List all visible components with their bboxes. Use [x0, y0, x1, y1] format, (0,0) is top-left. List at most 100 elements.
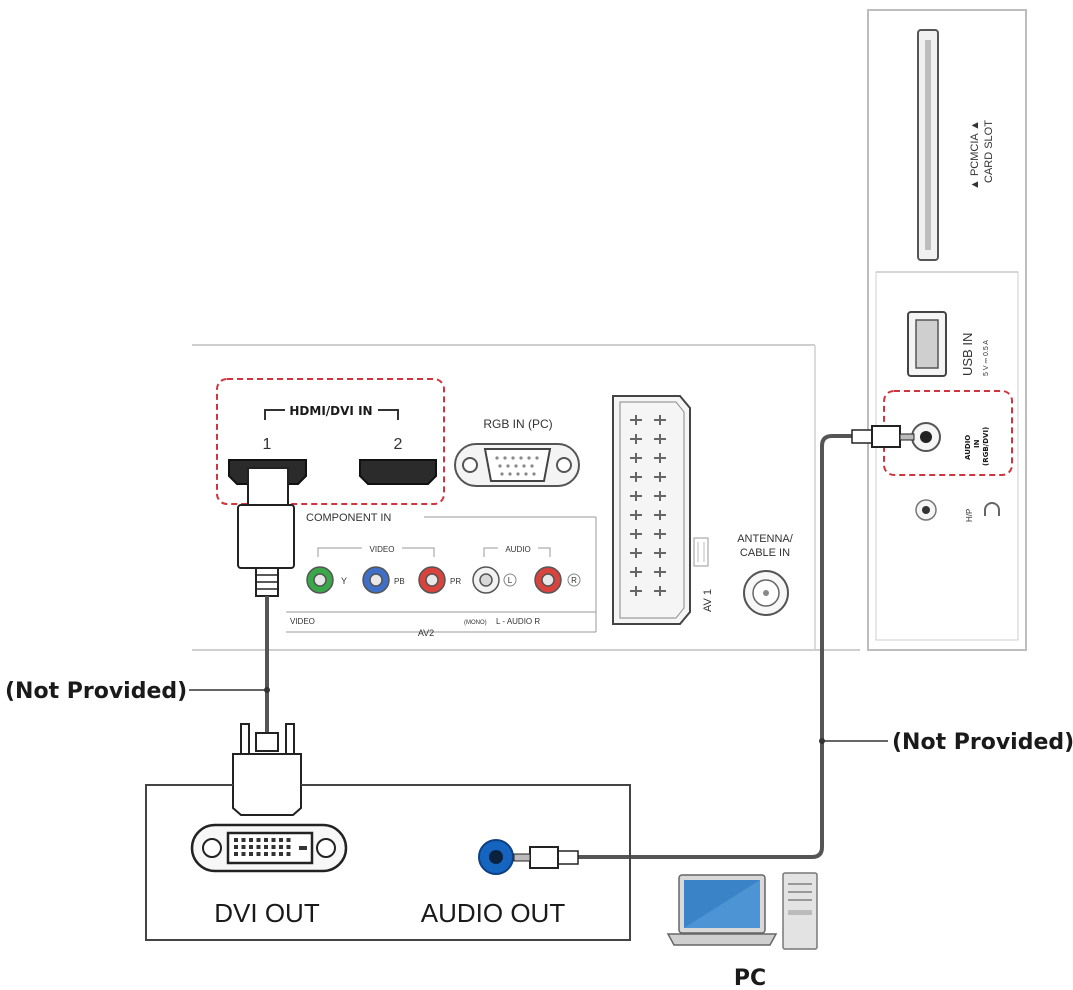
dvi-pin [241, 852, 246, 856]
dvi-pin [271, 852, 276, 856]
audio-in-jack[interactable] [911, 422, 941, 452]
right-leader-dot [819, 738, 825, 744]
dvi-hdmi-cable [232, 467, 302, 816]
pc-label: PC [734, 966, 766, 990]
dvi-pin [234, 852, 238, 856]
audio-plug-pc-tip [513, 853, 531, 862]
laptop-icon [666, 874, 778, 946]
audio-plug-tv-body [871, 425, 901, 448]
pc-panel-frame [145, 784, 631, 941]
antenna-label-line2: CABLE IN [740, 547, 790, 559]
dvi-pin [234, 838, 238, 842]
dvi-out-label: DVI OUT [214, 898, 320, 928]
dvi-pin [286, 852, 291, 856]
side-panel-inner [875, 271, 1019, 641]
dvi-pin [279, 852, 283, 856]
av2-label: AV2 [418, 628, 434, 638]
video-sub-label: VIDEO [370, 545, 395, 554]
audio-plug-tv-strain [851, 429, 873, 444]
dvi-pin [264, 845, 268, 849]
component-in-label: COMPONENT IN [306, 512, 391, 524]
audio-out-label: AUDIO OUT [421, 898, 566, 928]
dvi-pin [256, 852, 261, 856]
dvi-pin [264, 838, 268, 842]
dvi-pin [241, 845, 246, 849]
antenna-port[interactable] [743, 570, 789, 616]
hdmi-plug-head [247, 467, 289, 509]
usb-port[interactable] [907, 311, 947, 377]
audio-in-label-line2: IN [973, 439, 981, 448]
desktop-tower-icon [782, 872, 818, 950]
audio-plug-pc-strain [557, 850, 579, 865]
dvi-pin [271, 838, 276, 842]
dvi-pin [234, 845, 238, 849]
hdmi-port2-number: 2 [394, 436, 403, 453]
mono-label: (MONO) [464, 620, 487, 626]
audio-l-jack[interactable] [472, 566, 500, 594]
pcmcia-slot[interactable] [917, 29, 939, 261]
headphone-icon [984, 502, 1000, 516]
component-y-jack[interactable] [306, 566, 334, 594]
usb-rating-label: 5 V ⎓ 0.5 A [983, 340, 990, 376]
dvi-pin [286, 845, 291, 849]
tv-rear-panel: HDMI/DVI IN 1 2 RGB IN (PC) COMPONENT IN… [192, 344, 860, 651]
hdmi-plug-body [237, 504, 295, 569]
hdmi-port-2[interactable] [359, 459, 437, 485]
pr-label: PR [450, 577, 461, 586]
video-bracket [317, 547, 435, 557]
hdmi-group-label: HDMI/DVI IN [289, 404, 372, 418]
dvi-thumbscrew-right [285, 723, 295, 755]
component-pb-jack[interactable] [362, 566, 390, 594]
av1-label: AV 1 [702, 589, 714, 612]
audio-in-label-line1: AUDIO [964, 435, 972, 460]
dvi-out-port[interactable] [190, 823, 348, 873]
audio-plug-tv-tip [899, 433, 915, 441]
audio-sub-label: AUDIO [505, 545, 530, 554]
antenna-label-line1: ANTENNA/ [737, 533, 794, 545]
dvi-pin [264, 852, 268, 856]
dvi-pin [241, 838, 246, 842]
hdmi-highlight-box [216, 378, 445, 505]
l-label-circle [503, 573, 517, 587]
audio-in-highlight-box [883, 390, 1013, 476]
audio-plug-pc-body [529, 846, 559, 869]
hdmi-port1-number: 1 [263, 436, 272, 453]
r-label: R [571, 576, 577, 585]
component-pr-jack[interactable] [418, 566, 446, 594]
audio-bottom-label: L - AUDIO R [496, 617, 540, 626]
dvi-pin [249, 838, 253, 842]
l-label: L [508, 576, 513, 585]
right-not-provided-label: (Not Provided) [892, 730, 1073, 755]
y-label: Y [341, 576, 347, 586]
pcmcia-label-line1: ▲ PCMCIA ▲ [969, 120, 981, 190]
usb-in-label: USB IN [960, 333, 975, 376]
dvi-pin [256, 845, 261, 849]
scart-port[interactable] [612, 395, 691, 625]
dvi-pin [279, 838, 283, 842]
dvi-pin [271, 845, 276, 849]
headphone-jack[interactable] [915, 499, 937, 521]
dvi-pin [256, 838, 261, 842]
hdmi-bracket [264, 409, 399, 420]
audio-cable [513, 425, 915, 869]
dvi-pin [279, 845, 283, 849]
rgb-port[interactable] [454, 443, 580, 487]
audio-out-jack[interactable] [478, 839, 514, 875]
av1-switch-icon [693, 537, 709, 567]
hp-label: H/P [965, 509, 974, 522]
dvi-pin [286, 838, 291, 842]
pcmcia-label-line2: CARD SLOT [983, 120, 995, 183]
audio-in-label-line3: (RGB/DVI) [982, 427, 990, 466]
left-not-provided-label: (Not Provided) [5, 679, 187, 704]
pb-label: PB [394, 577, 405, 586]
dvi-thumbscrew-left [240, 723, 250, 755]
dvi-plug-body [232, 753, 302, 816]
tv-side-panel: ▲ PCMCIA ▲ CARD SLOT USB IN 5 V ⎓ 0.5 A … [867, 9, 1027, 651]
r-label-circle [567, 573, 581, 587]
left-leader-dot [264, 687, 270, 693]
dvi-pin [249, 845, 253, 849]
rgb-in-label: RGB IN (PC) [483, 417, 552, 431]
audio-r-jack[interactable] [534, 566, 562, 594]
audio-bracket [483, 547, 551, 557]
